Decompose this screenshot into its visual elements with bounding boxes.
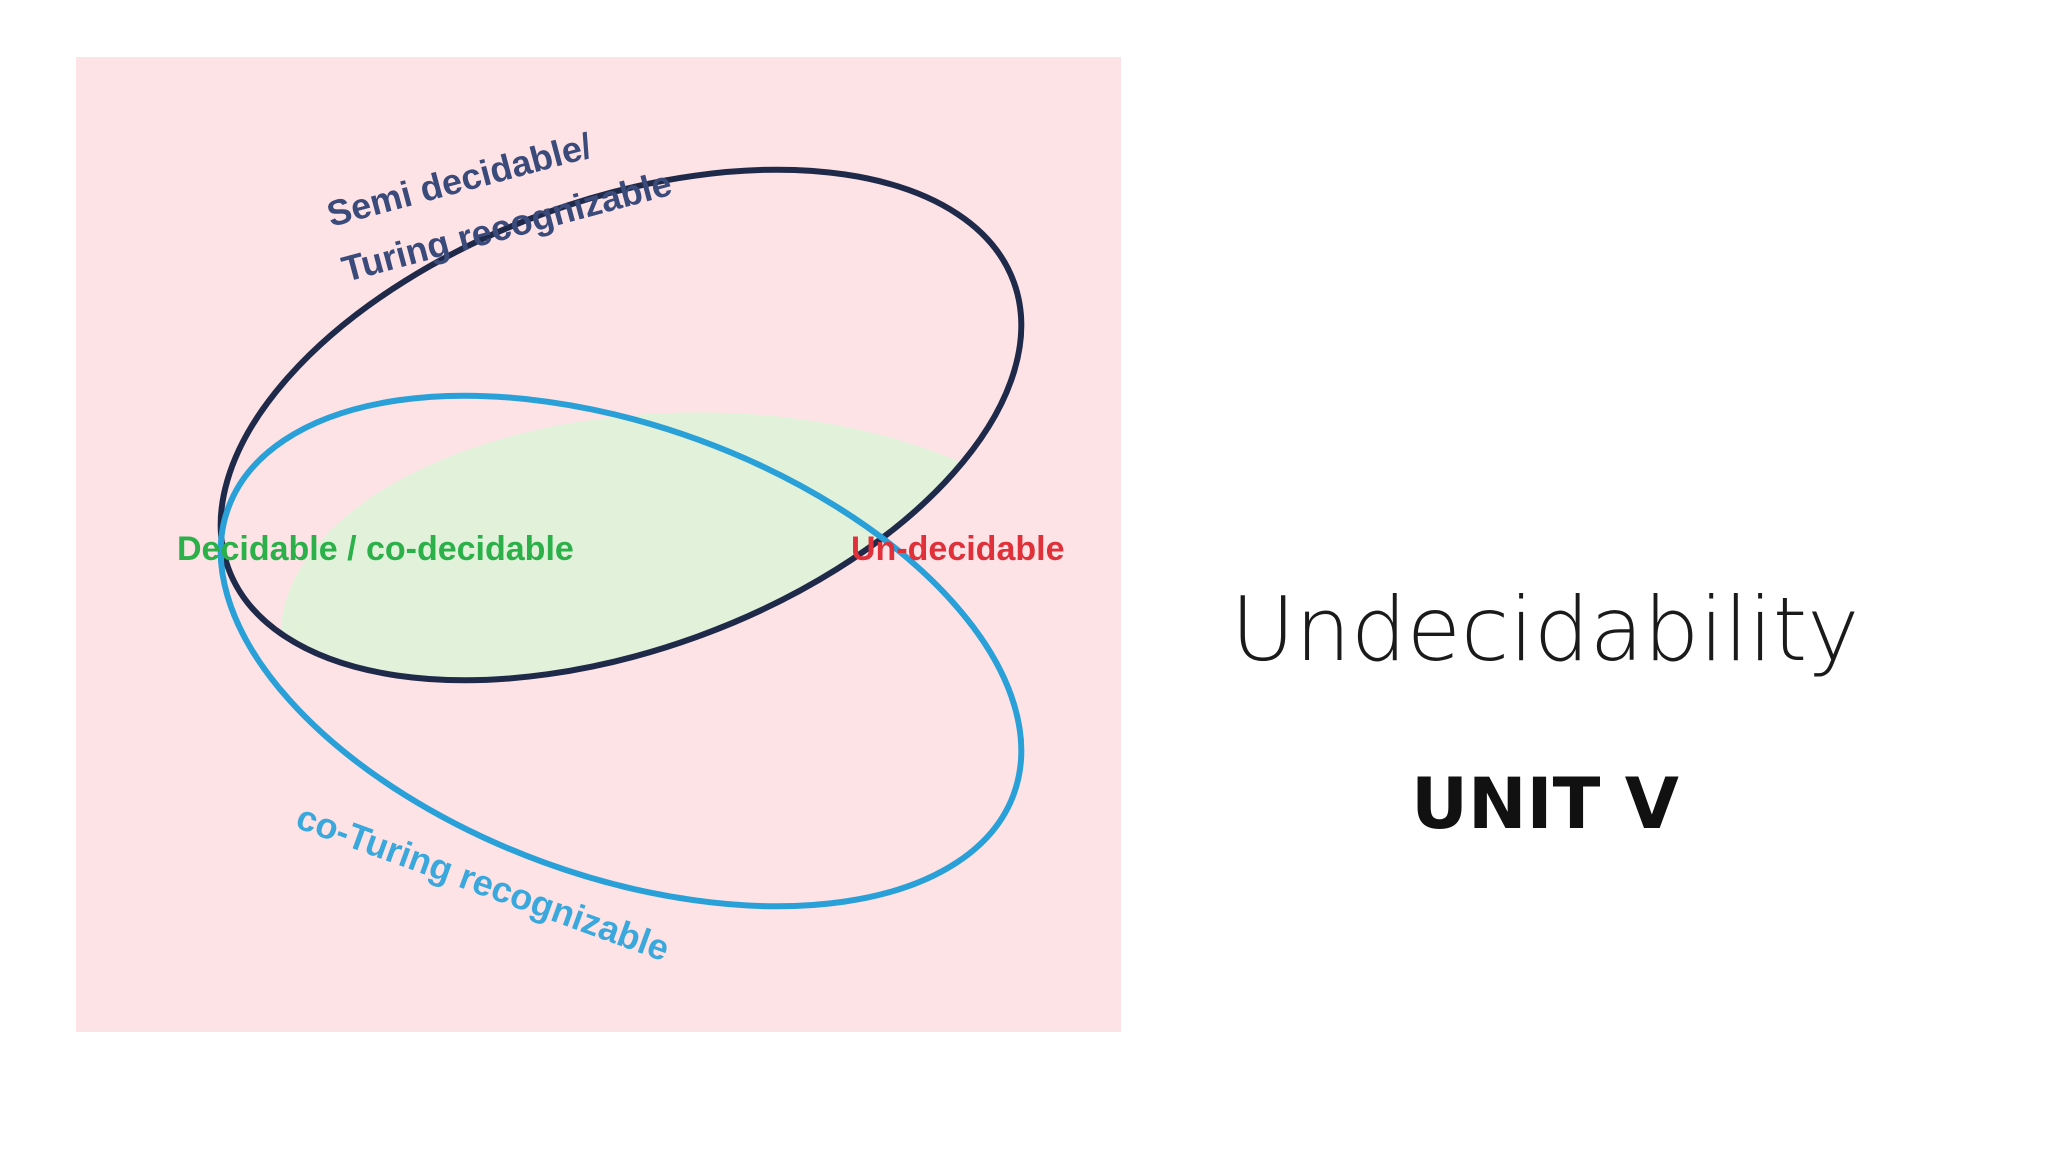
slide-title: Undecidability — [1230, 578, 1860, 681]
undecidable-label: Un-decidable — [851, 530, 1064, 568]
turing-classes-venn-diagram: Semi decidable/ Turing recognizable Deci… — [177, 125, 1064, 969]
diagram-panel: Semi decidable/ Turing recognizable Deci… — [76, 57, 1121, 1032]
decidable-region-fill — [280, 412, 1022, 681]
turing-recognizable-ellipse — [217, 166, 1025, 684]
decidable-label: Decidable / co-decidable — [177, 530, 574, 568]
co-turing-recognizable-ellipse — [217, 392, 1025, 910]
slide-subtitle: UNIT V — [1411, 763, 1679, 845]
